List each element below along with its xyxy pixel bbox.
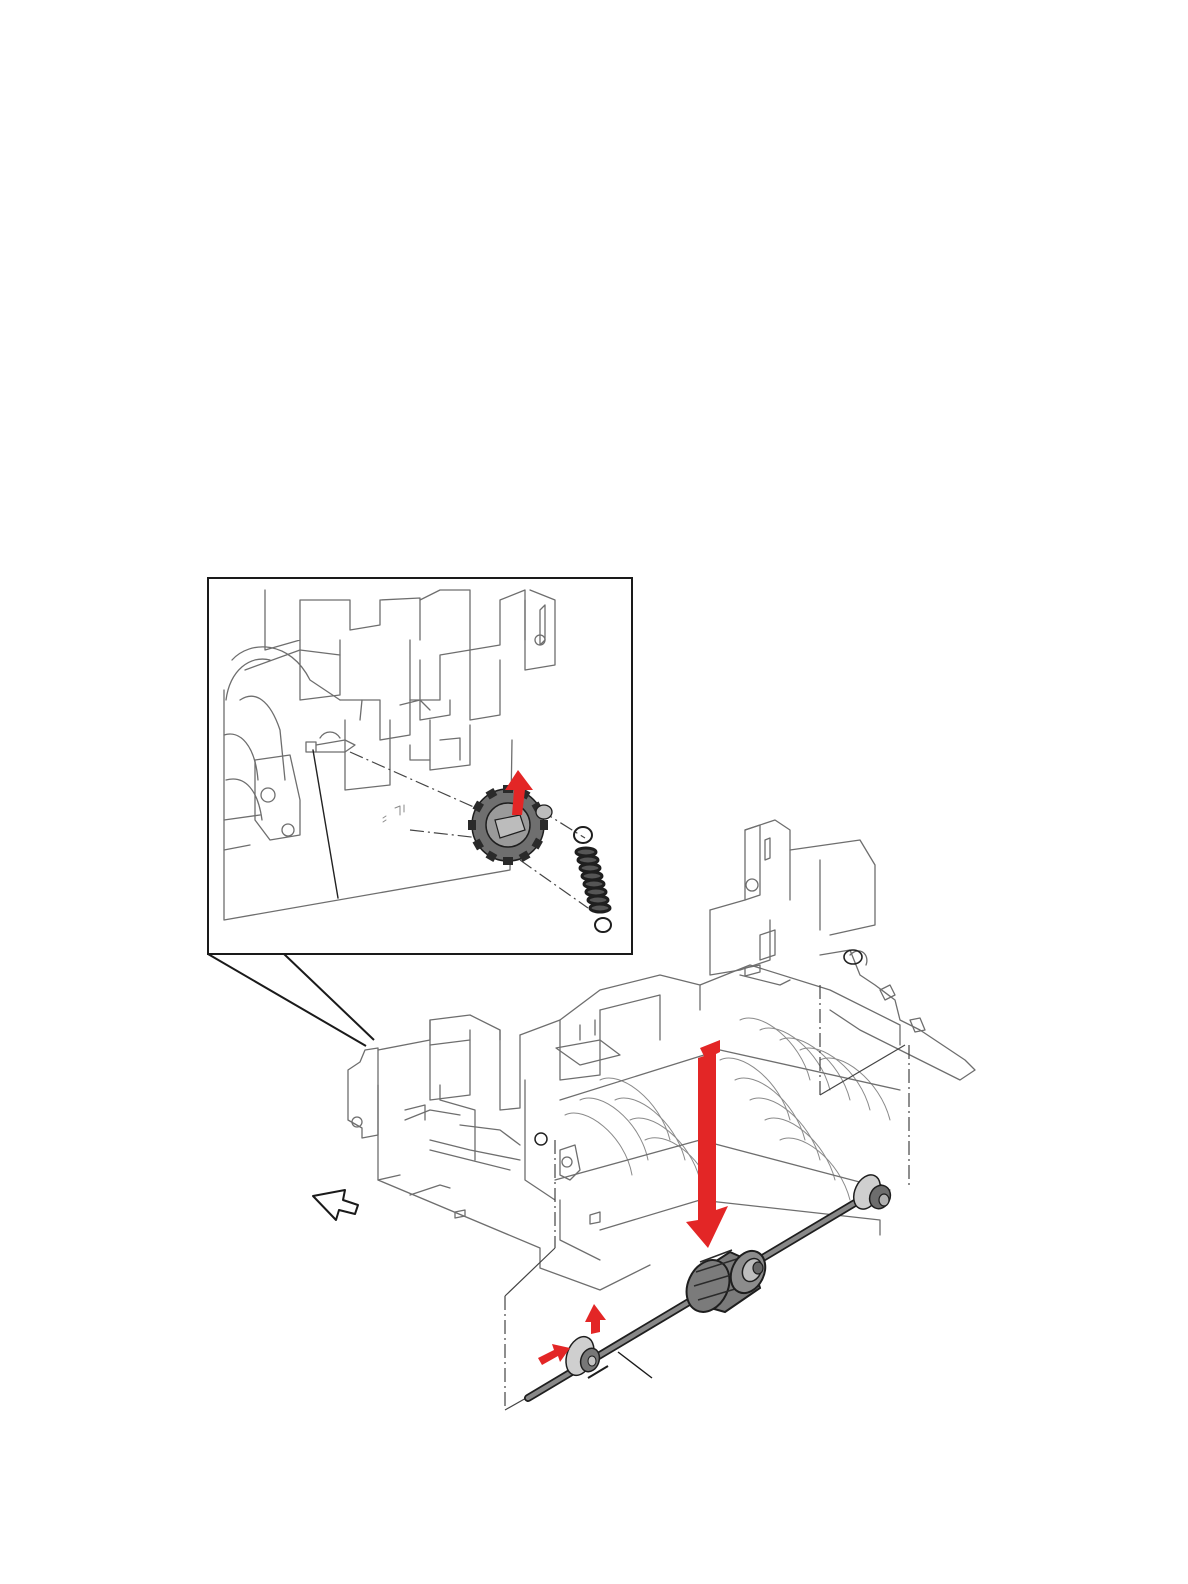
inset-detail-panel — [208, 578, 632, 954]
view-direction-arrow-icon — [313, 1190, 358, 1220]
inset-connector-lines — [208, 954, 374, 1046]
roller-down-arrow — [686, 1040, 728, 1248]
shaft-callout-leader — [618, 1352, 652, 1378]
bearing-slide-arrow — [538, 1344, 570, 1365]
feed-roller — [678, 1245, 771, 1319]
bearing-lift-arrow — [585, 1304, 606, 1334]
